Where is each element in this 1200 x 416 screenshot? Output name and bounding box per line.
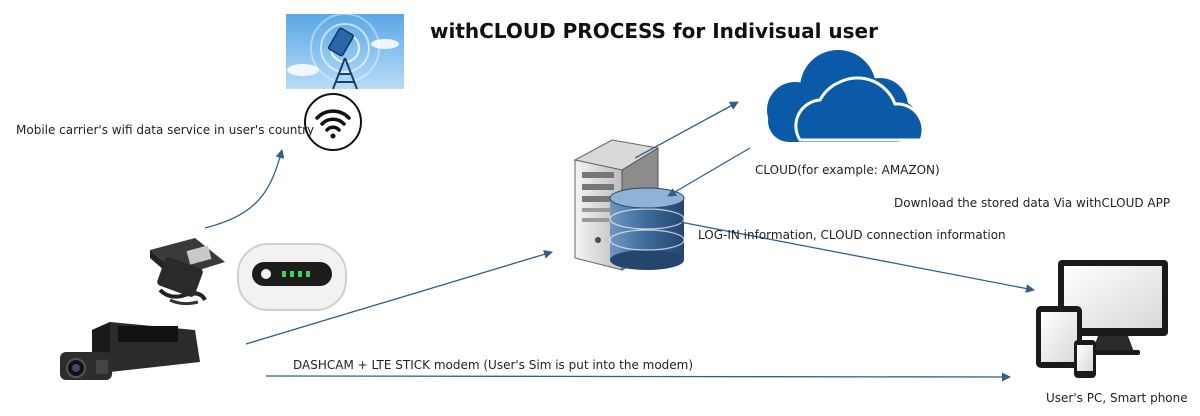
pc-tablet-phone-icon	[1036, 260, 1168, 378]
cell-tower-icon	[286, 13, 404, 90]
dashcam-label: DASHCAM + LTE STICK modem (User's Sim is…	[293, 358, 694, 372]
download-label: Download the stored data Via withCLOUD A…	[894, 196, 1171, 210]
arrow-server-to-cloud	[634, 101, 739, 159]
arrow-cloud-to-database	[667, 147, 751, 197]
diagram-title: withCLOUD PROCESS for Indivisual user	[430, 19, 878, 43]
arrow-dashcam-to-server	[245, 249, 553, 345]
user-devices-label: User's PC, Smart phone	[1046, 391, 1188, 405]
wifi-icon	[304, 93, 362, 151]
login-info-label: LOG-IN information, CLOUD connection inf…	[698, 228, 1006, 242]
flow-arrows	[204, 101, 1035, 382]
cloud-label: CLOUD(for example: AMAZON)	[755, 163, 940, 177]
mobile-carrier-label: Mobile carrier's wifi data service in us…	[16, 123, 315, 137]
lte-stick-modem-icon	[150, 238, 225, 306]
mobile-wifi-router-icon	[237, 243, 347, 311]
arrow-database-to-devices	[679, 221, 1035, 293]
database-icon	[609, 187, 685, 270]
dashcam-icon	[60, 322, 200, 380]
arrow-dashcam-to-devices	[265, 372, 1011, 382]
arrow-modem-to-carrier	[204, 149, 285, 229]
cloud-icon	[767, 50, 925, 142]
